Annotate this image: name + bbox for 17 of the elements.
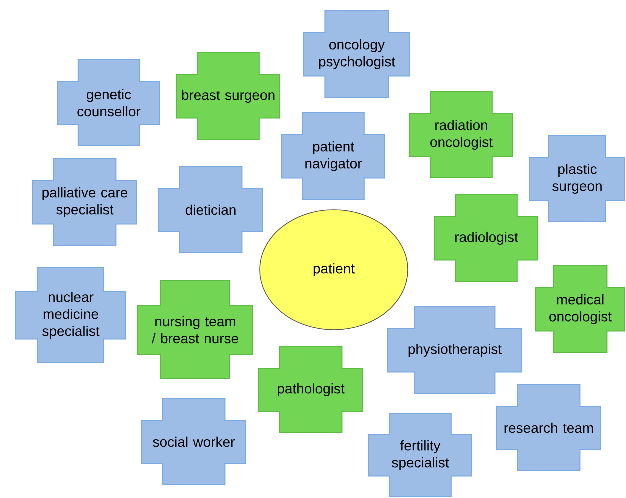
specialist-box: patient navigator	[282, 112, 386, 200]
specialist-box: social worker	[142, 398, 246, 486]
specialist-box: dietician	[158, 166, 264, 254]
specialist-box: research team	[496, 384, 602, 472]
specialist-box: genetic counsellor	[58, 60, 160, 146]
specialist-box: medical oncologist	[536, 266, 626, 354]
specialist-box: pathologist	[258, 346, 364, 434]
specialist-box: radiation oncologist	[410, 92, 514, 178]
specialist-box: breast surgeon	[176, 52, 280, 140]
specialist-box: physiotherapist	[388, 306, 522, 394]
specialist-box: fertility specialist	[368, 414, 472, 498]
specialist-box: radiologist	[434, 194, 538, 282]
specialist-box: oncology psychologist	[304, 10, 410, 98]
specialist-box: nuclear medicine specialist	[16, 268, 126, 364]
specialist-box: plastic surgeon	[530, 136, 626, 222]
specialist-box: palliative care specialist	[32, 158, 138, 246]
specialist-box: nursing team / breast nurse	[138, 280, 254, 380]
